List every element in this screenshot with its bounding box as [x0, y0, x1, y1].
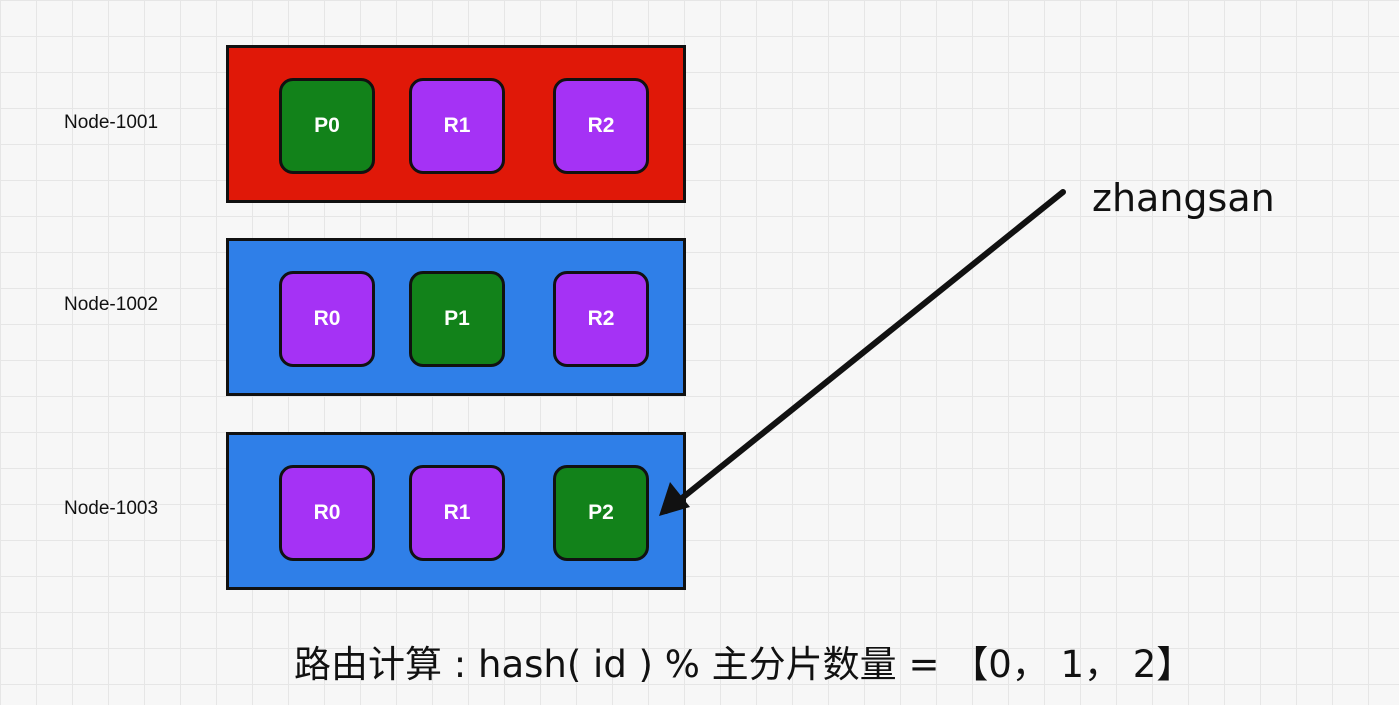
- shard-r1: R1: [409, 465, 505, 561]
- routing-arrow-head: [659, 482, 690, 516]
- node-label-1003: Node-1003: [64, 498, 159, 519]
- node-box-1001: P0 R1 R2: [226, 45, 686, 203]
- document-key-label: zhangsan: [1092, 176, 1275, 220]
- routing-arrow-line: [663, 189, 1066, 514]
- shard-p2: P2: [553, 465, 649, 561]
- routing-formula: 路由计算 : hash( id ) % 主分片数量 = 【0， 1， 2】: [294, 643, 1194, 686]
- shard-r1: R1: [409, 78, 505, 174]
- node-box-1002: R0 P1 R2: [226, 238, 686, 396]
- shard-p1: P1: [409, 271, 505, 367]
- shard-p0: P0: [279, 78, 375, 174]
- node-label-1001: Node-1001: [64, 112, 159, 133]
- shard-r2: R2: [553, 78, 649, 174]
- node-label-1002: Node-1002: [64, 294, 159, 315]
- shard-r0: R0: [279, 271, 375, 367]
- shard-r0: R0: [279, 465, 375, 561]
- shard-r2: R2: [553, 271, 649, 367]
- node-box-1003: R0 R1 P2: [226, 432, 686, 590]
